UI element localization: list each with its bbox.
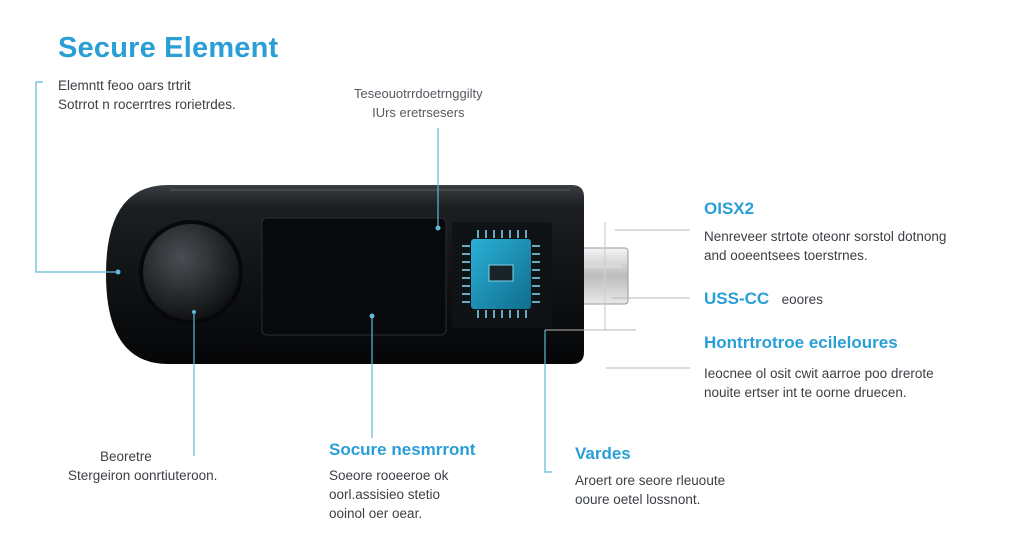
right-top-annotation: Nenreveer strtote oteonr sorstol dotnong… [704, 227, 946, 265]
bottom-right-line1: Aroert ore seore rleuoute [575, 473, 726, 488]
top-center-line2: IUrs eretrsesers [372, 105, 465, 120]
right-top-line1: Nenreveer strtote oteonr sorstol dotnong [704, 229, 947, 244]
top-left-line2: Sotrrot n rocerrtres rorietrdes. [58, 97, 236, 112]
secure-chip [452, 222, 552, 328]
usb-c-heading: USS-CC [704, 289, 770, 308]
right-top-heading: OISX2 [704, 199, 755, 218]
bottom-right-heading: Vardes [575, 444, 631, 463]
usb-c-annotation: USS-CC eoores [704, 289, 823, 309]
bottom-center-line2: oorl.assisieo stetio [329, 487, 441, 502]
diagram-title: Secure Element [58, 32, 279, 64]
bottom-center-line1: Soeore rooeeroe ok [329, 468, 449, 483]
top-center-line1: Teseouotrrdoetrnggilty [354, 86, 483, 101]
usb-c-connector [577, 222, 629, 330]
right-mid-line1: Ieocnee ol osit cwit aarroe poo drerote [704, 366, 934, 381]
bottom-left-line1: Beoretre [100, 449, 152, 464]
top-center-annotation: Teseouotrrdoetrnggilty IUrs eretrsesers [354, 84, 483, 122]
bottom-center-line3: ooinol oer oear. [329, 506, 423, 521]
right-mid-annotation: Ieocnee ol osit cwit aarroe poo drerote … [704, 364, 934, 402]
bottom-center-heading: Socure nesmrront [329, 440, 476, 459]
bottom-right-annotation: Aroert ore seore rleuoute ooure oetel lo… [575, 471, 725, 509]
right-mid-heading: Hontrtrotroe ecileloures [704, 333, 898, 352]
right-mid-line2: nouite ertser int te oorne druecen. [704, 385, 907, 400]
leader-lines [35, 81, 552, 473]
bottom-center-annotation: Soeore rooeeroe ok oorl.assisieo stetio … [329, 466, 448, 523]
top-left-line1: Elemntt feoo oars trtrit [58, 78, 191, 93]
bottom-right-line2: ooure oetel lossnont. [575, 492, 701, 507]
top-left-annotation: Elemntt feoo oars trtrit Sotrrot n rocer… [58, 76, 236, 114]
right-top-line2: and ooeentsees toerstrnes. [704, 248, 868, 263]
bottom-left-line2: Stergeiron oonrtiuteroon. [68, 468, 218, 483]
bottom-left-annotation: Beoretre Stergeiron oonrtiuteroon. [68, 447, 217, 485]
display-window [261, 217, 447, 336]
usb-c-suffix: eoores [781, 292, 823, 307]
